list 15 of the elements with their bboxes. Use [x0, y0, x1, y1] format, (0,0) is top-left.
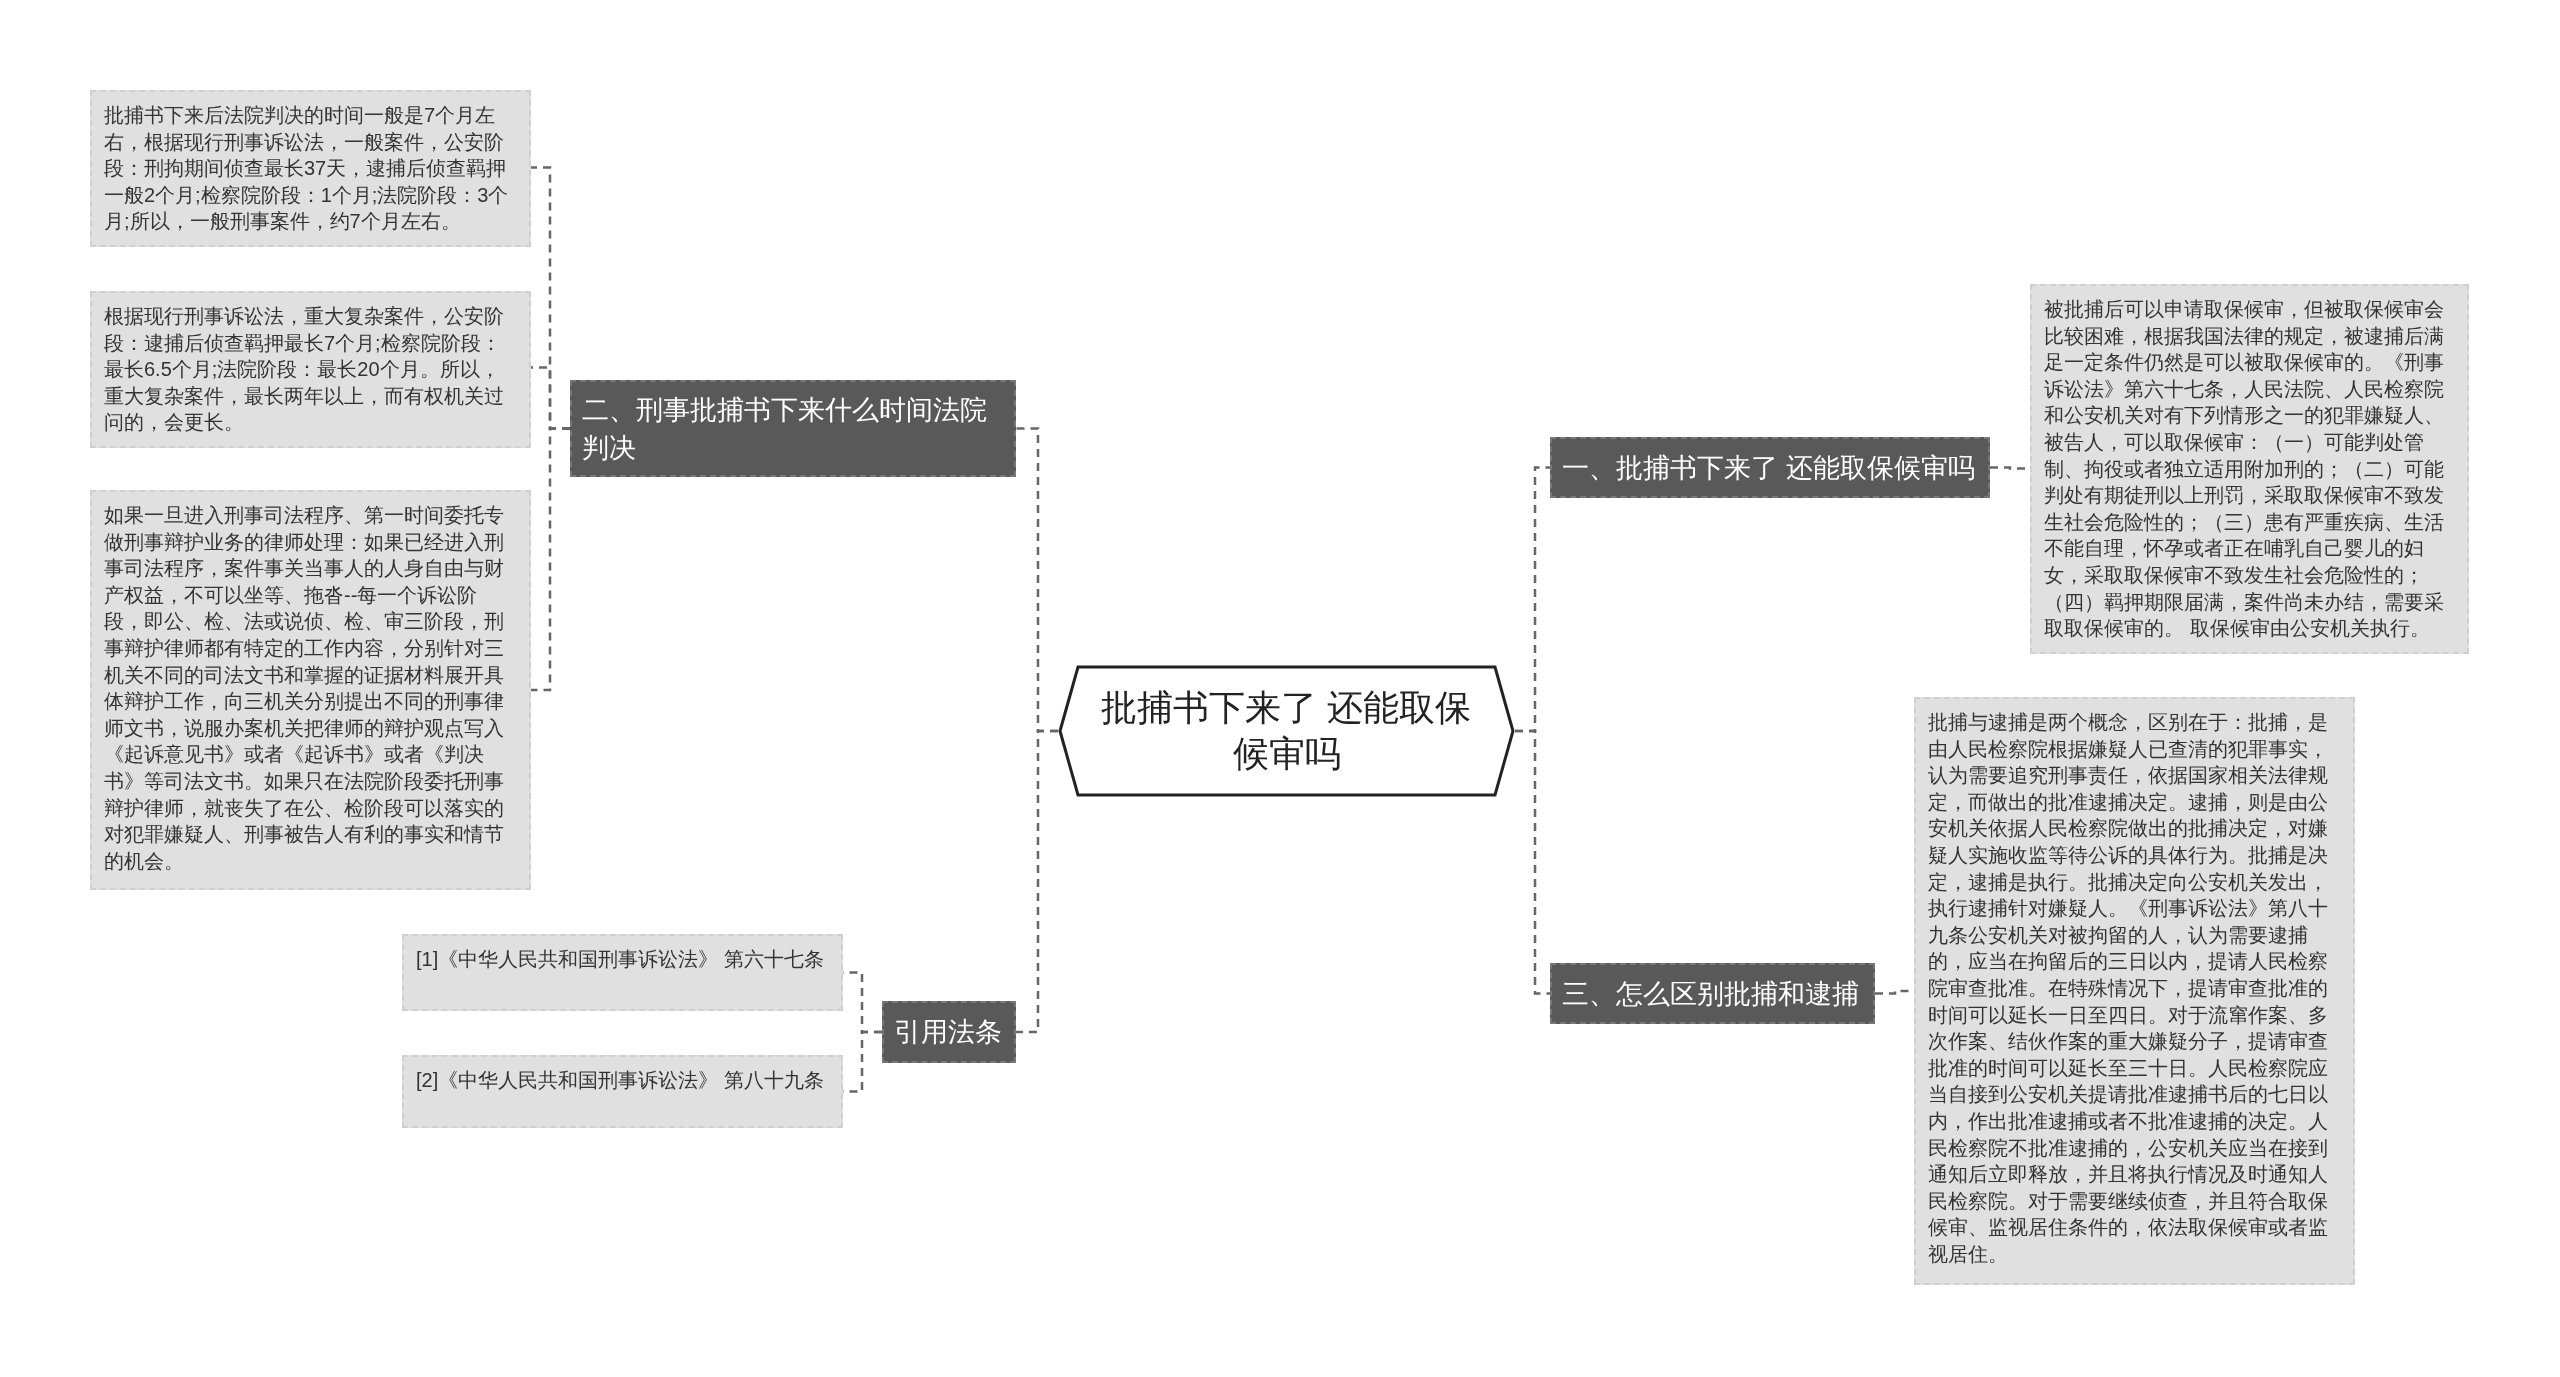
connector-line [531, 427, 570, 692]
note-box: 批捕书下来后法院判决的时间一般是7个月左右，根据现行刑事诉讼法，一般案件，公安阶段：刑拘期间侦查最长37天，逮捕后侦查羁押一般2个月;检察院阶段：1个月;法院阶段：3个月;所以，一般刑事案件，约7个月左右。 [90, 90, 531, 247]
topic-box: 引用法条 [882, 1001, 1016, 1063]
note-box: 根据现行刑事诉讼法，重大复杂案件，公安阶段：逮捕后侦查羁押最长7个月;检察院阶段：最长6.5个月;法院阶段：最长20个月。所以，重大复杂案件，最长两年以上，而有权机关过问的，会更长。 [90, 291, 531, 448]
topic-box: 三、怎么区别批捕和逮捕 [1550, 963, 1875, 1024]
note-box: [2]《中华人民共和国刑事诉讼法》 第八十九条 [402, 1055, 843, 1128]
connector-line [1016, 729, 1058, 1034]
topic-hexagon: 批捕书下来了 还能取保候审吗 [1058, 665, 1515, 797]
note-box: 如果一旦进入刑事司法程序、第一时间委托专做刑事辩护业务的律师处理：如果已经进入刑事司法程序，案件事关当事人的人身自由与财产权益，不可以坐等、拖沓--每一个诉讼阶段，即公、检、法或说侦、检、审三阶段，刑事辩护律师都有特定的工作内容，分别针对三机关不同的司法文书和掌握的证据材料展开具体辩护工作，向三机关分别提出不同的刑事律师文书，说服办案机关把律师的辩护观点写入《起诉意见书》或者《起诉书》或者《判决书》等司法文书。如果只在法院阶段委托刑事辩护律师，就丧失了在公、检阶段可以落实的对犯罪嫌疑人、刑事被告人有利的事实和情节的机会。 [90, 490, 531, 890]
note-box: 批捕与逮捕是两个概念，区别在于：批捕，是由人民检察院根据嫌疑人已查清的犯罪事实，认为需要追究刑事责任，依据国家相关法律规定，而做出的批准逮捕决定。逮捕，则是由公安机关依据人民检察院做出的批捕决定，对嫌疑人实施收监等待公诉的具体行为。批捕是决定，逮捕是执行。批捕决定向公安机关发出，执行逮捕针对嫌疑人。《刑事诉讼法》第八十九条公安机关对被拘留的人，认为需要逮捕的，应当在拘留后的三日以内，提请人民检察院审查批准。在特殊情况下，提请审查批准的时间可以延长一日至四日。对于流窜作案、多次作案、结伙作案的重大嫌疑分子，提请审查批准的时间可以延长至三十日。人民检察院应当自接到公安机关提请批准逮捕书后的七日以内，作出批准逮捕或者不批准逮捕的决定。人民检察院不批准逮捕的，公安机关应当在接到通知后立即释放，并且将执行情况及时通知人民检察院。对于需要继续侦查，并且符合取保候审、监视居住条件的，依法取保候审或者监视居住。 [1914, 697, 2355, 1285]
topic-box: 二、刑事批捕书下来什么时间法院判决 [570, 380, 1016, 477]
note-box: [1]《中华人民共和国刑事诉讼法》 第六十七条 [402, 934, 843, 1011]
topic-box: 一、批捕书下来了 还能取保候审吗 [1550, 437, 1990, 498]
note-box: 被批捕后可以申请取保候审，但被取保候审会比较困难，根据我国法律的规定，被逮捕后满足一定条件仍然是可以被取保候审的。《刑事诉讼法》第六十七条，人民法院、人民检察院和公安机关对有下列情形之一的犯罪嫌疑人、被告人，可以取保候审：（一）可能判处管制、拘役或者独立适用附加刑的；（二）可能判处有期徒刑以上刑罚，采取取保候审不致发生社会危险性的；（三）患有严重疾病、生活不能自理，怀孕或者正在哺乳自己婴儿的妇女，采取取保候审不致发生社会危险性的；（四）羁押期限届满，案件尚未办结，需要采取取保候审的。 取保候审由公安机关执行。 [2030, 284, 2469, 654]
connector-line [1515, 729, 1550, 995]
